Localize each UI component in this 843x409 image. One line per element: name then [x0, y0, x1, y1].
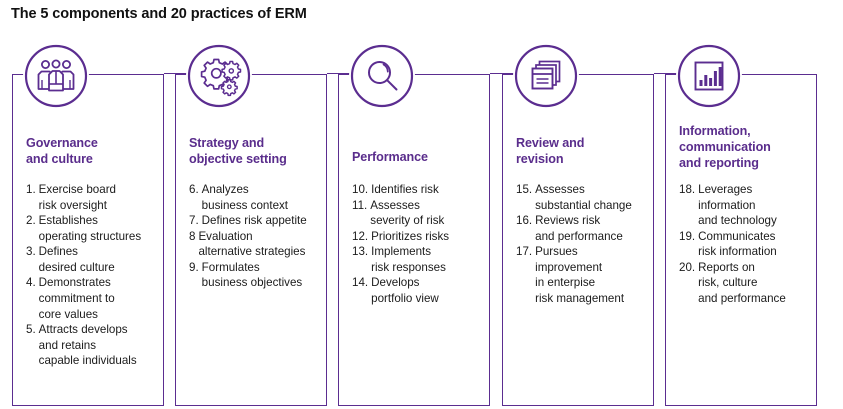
practice-list: 1. Exercise board risk oversight 2. Esta… [26, 182, 162, 369]
stacked-documents-icon [513, 43, 579, 109]
item-text: Analyzes business context [201, 183, 289, 212]
column-heading: Review and revision [516, 136, 585, 167]
item-number: 16. [516, 214, 533, 228]
item-number: 2. [26, 214, 36, 228]
item-text: Assesses severity of risk [370, 198, 445, 228]
list-item: 20. Reports on risk, culture and perform… [679, 260, 815, 307]
list-item: 2. Establishes operating structures [26, 213, 162, 244]
item-number: 18. [679, 183, 696, 196]
item-number: 19. [679, 229, 696, 243]
list-item: 1. Exercise board risk oversight [26, 182, 162, 213]
connector-line-2 [327, 73, 351, 74]
list-item: 19. Communicates risk information [679, 229, 815, 260]
item-text: Defines desired culture [38, 245, 115, 274]
erm-framework-diagram: Governance and culture 1. Exercise board… [0, 36, 843, 409]
item-text: Identifies risk [371, 183, 439, 196]
item-text: Develops portfolio view [371, 276, 439, 306]
item-number: 1. [26, 183, 36, 196]
component-column-strategy-and-objective-setting[interactable]: Strategy and objective setting 6. Analyz… [175, 43, 327, 406]
item-text: Reports on risk, culture and performance [698, 260, 786, 306]
list-item: 7. Defines risk appetite [189, 213, 325, 229]
list-item: 11. Assesses severity of risk [352, 198, 488, 229]
item-number: 3. [26, 245, 36, 259]
list-item: 10. Identifies risk [352, 182, 488, 198]
item-number: 8 [189, 229, 196, 243]
list-item: 5. Attracts develops and retains capable… [26, 322, 162, 369]
item-number: 14. [352, 276, 369, 290]
list-item: 12. Prioritizes risks [352, 229, 488, 245]
item-text: Exercise board risk oversight [38, 183, 117, 212]
list-item: 17. Pursues improvement in enterpise ris… [516, 244, 652, 306]
list-item: 9. Formulates business objectives [189, 260, 325, 291]
list-item: 13. Implements risk responses [352, 244, 488, 275]
item-text: Leverages information and technology [698, 183, 777, 228]
component-column-review-and-revision[interactable]: Review and revision 15. Assesses substan… [502, 43, 654, 406]
item-number: 15. [516, 183, 533, 196]
list-item: 15. Assesses substantial change [516, 182, 652, 213]
component-column-performance[interactable]: Performance 10. Identifies risk 11. Asse… [338, 43, 490, 406]
item-number: 7. [189, 214, 199, 228]
list-item: 4. Demonstrates commitment to core value… [26, 275, 162, 322]
item-text: Formulates business objectives [201, 260, 303, 290]
list-item: 3. Defines desired culture [26, 244, 162, 275]
list-item: 16. Reviews risk and performance [516, 213, 652, 244]
bar-chart-icon [676, 43, 742, 109]
item-number: 20. [679, 260, 696, 274]
column-heading: Strategy and objective setting [189, 136, 287, 167]
list-item: 6. Analyzes business context [189, 182, 325, 213]
item-text: Reviews risk and performance [535, 214, 623, 243]
item-text: Attracts develops and retains capable in… [38, 323, 137, 368]
practice-list: 15. Assesses substantial change 16. Revi… [516, 182, 652, 307]
item-text: Defines risk appetite [201, 214, 307, 228]
column-heading: Information, communication and reporting [679, 124, 771, 171]
gears-icon [186, 43, 252, 109]
practice-list: 6. Analyzes business context 7. Defines … [189, 182, 325, 291]
practice-list: 18. Leverages information and technology… [679, 182, 815, 307]
item-number: 4. [26, 276, 36, 290]
magnifying-glass-icon [349, 43, 415, 109]
list-item: 18. Leverages information and technology [679, 182, 815, 229]
connector-line-1 [164, 73, 189, 74]
item-text: Implements risk responses [371, 245, 446, 274]
item-text: Pursues improvement in enterpise risk ma… [535, 245, 625, 306]
item-number: 17. [516, 245, 533, 259]
item-number: 6. [189, 183, 199, 196]
people-group-icon [23, 43, 89, 109]
practice-list: 10. Identifies risk 11. Assesses severit… [352, 182, 488, 307]
item-text: Assesses substantial change [535, 183, 632, 212]
column-heading: Governance and culture [26, 136, 98, 167]
item-text: Demonstrates commitment to core values [38, 276, 115, 321]
item-text: Establishes operating structures [38, 214, 142, 243]
item-number: 10. [352, 183, 369, 196]
connector-line-3 [490, 73, 515, 74]
item-text: Communicates risk information [698, 229, 777, 259]
item-text: Evaluation alternative strategies [198, 229, 306, 259]
item-number: 5. [26, 323, 36, 337]
item-number: 13. [352, 245, 369, 259]
component-column-governance-and-culture[interactable]: Governance and culture 1. Exercise board… [12, 43, 164, 406]
page-title: The 5 components and 20 practices of ERM [11, 6, 307, 22]
item-number: 11. [352, 198, 368, 212]
list-item: 14. Develops portfolio view [352, 275, 488, 306]
column-heading: Performance [352, 150, 428, 164]
connector-line-4 [654, 73, 678, 74]
item-number: 12. [352, 229, 369, 243]
list-item: 8 Evaluation alternative strategies [189, 229, 325, 260]
item-number: 9. [189, 260, 199, 274]
component-column-information-communication-and-reporting[interactable]: Information, communication and reporting… [665, 43, 817, 406]
item-text: Prioritizes risks [371, 229, 450, 243]
